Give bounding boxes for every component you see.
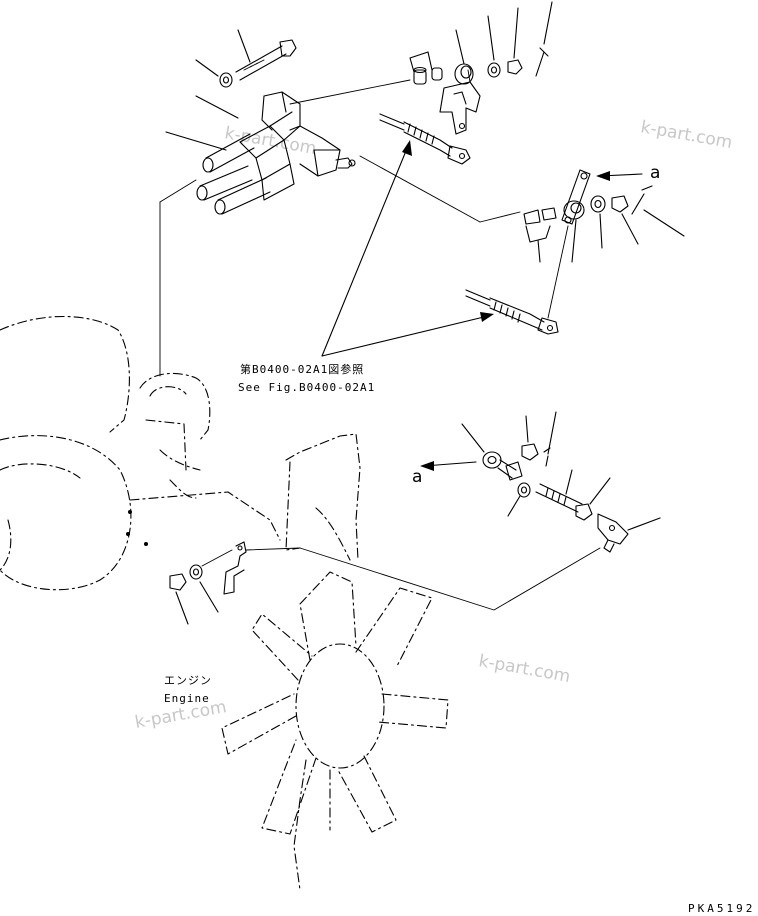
leader-bracket bbox=[409, 51, 433, 73]
engine-label-japanese: エンジン bbox=[164, 674, 212, 687]
reference-note-japanese: 第B0400-02A1図参照 bbox=[240, 362, 364, 376]
leader-line bbox=[461, 423, 485, 453]
cotter-pin bbox=[543, 447, 551, 467]
stud-bolt bbox=[535, 483, 583, 513]
leader-line bbox=[237, 29, 251, 63]
ref-arrow-upper bbox=[321, 145, 409, 357]
engine-housing-top bbox=[0, 315, 130, 433]
leader-line bbox=[199, 581, 219, 613]
actuator-bracket bbox=[165, 91, 356, 215]
washer bbox=[189, 564, 203, 580]
fan-shroud-left bbox=[285, 433, 361, 561]
engine-label-english: Engine bbox=[164, 692, 210, 705]
fan-hub bbox=[295, 643, 385, 769]
leader-line bbox=[507, 495, 521, 517]
leader-line bbox=[621, 213, 639, 245]
lower-cable-end bbox=[465, 225, 569, 335]
spacer-tube bbox=[217, 177, 271, 215]
right-lever-parts: a bbox=[523, 163, 685, 263]
leader-line bbox=[547, 411, 557, 455]
engine-flywheel bbox=[0, 435, 132, 591]
washer bbox=[590, 195, 606, 213]
cable-sheath bbox=[379, 113, 405, 131]
small-bracket bbox=[223, 541, 247, 595]
washer bbox=[219, 72, 233, 88]
cable-route-line bbox=[245, 547, 601, 611]
nut bbox=[575, 503, 593, 521]
fan-blade bbox=[261, 739, 317, 835]
arrow-head bbox=[596, 171, 610, 181]
fan-blade bbox=[251, 613, 313, 681]
lower-left-parts bbox=[169, 541, 247, 625]
ref-arrow-lower bbox=[321, 315, 489, 357]
upper-cable-end bbox=[379, 113, 471, 165]
leader-line bbox=[571, 219, 577, 263]
leader-line bbox=[175, 591, 189, 625]
clevis-end bbox=[537, 317, 559, 335]
nut bbox=[169, 573, 187, 591]
drawing-code: PKA5192 bbox=[688, 902, 755, 915]
bushing bbox=[541, 207, 557, 221]
bushing bbox=[413, 69, 427, 85]
assembly-axis-line bbox=[289, 79, 411, 105]
engine-port bbox=[139, 372, 211, 441]
collar bbox=[517, 482, 531, 498]
reference-note-english: See Fig.B0400-02A1 bbox=[238, 381, 375, 394]
fan-blade bbox=[355, 587, 433, 669]
bushing bbox=[505, 461, 523, 481]
assembly-axis-line bbox=[359, 155, 481, 223]
leader-line bbox=[599, 213, 603, 249]
clevis-end bbox=[447, 145, 471, 165]
leader-line bbox=[165, 131, 227, 151]
fan-blade bbox=[221, 693, 297, 755]
bushing bbox=[431, 67, 443, 81]
cotter-pin bbox=[535, 47, 549, 77]
leader-line bbox=[525, 415, 529, 443]
nut bbox=[507, 59, 523, 75]
nut bbox=[611, 195, 629, 213]
actuator-rod-end bbox=[335, 157, 353, 169]
callout-letter-a-bottom: a bbox=[412, 467, 422, 487]
spacer-tube bbox=[199, 165, 253, 201]
leader-line bbox=[195, 59, 219, 77]
fan-blade bbox=[337, 755, 397, 833]
watermark-top-right: k-part.com bbox=[639, 117, 734, 153]
lever-clip bbox=[439, 81, 481, 135]
lower-right-parts: a bbox=[412, 411, 661, 553]
upper-link-parts bbox=[409, 1, 553, 135]
fan-blade bbox=[377, 693, 449, 729]
engine-block-edge bbox=[129, 491, 281, 541]
ball-joint bbox=[597, 513, 629, 545]
lever-boss bbox=[563, 200, 585, 220]
leader-line bbox=[643, 209, 685, 237]
bolt-head bbox=[279, 39, 297, 57]
cooling-fan bbox=[221, 571, 449, 891]
leader-line bbox=[589, 477, 611, 505]
upper-bolt-group bbox=[195, 29, 297, 119]
arrow-head bbox=[420, 461, 434, 471]
leader-line bbox=[455, 29, 465, 65]
rod-end-eye bbox=[482, 451, 502, 469]
bracket-top-plate bbox=[263, 91, 301, 131]
callout-letter-a-top: a bbox=[650, 163, 660, 183]
fan-blade bbox=[299, 571, 357, 661]
bolt-shank bbox=[235, 45, 287, 81]
leader-line bbox=[565, 469, 573, 495]
engine-outline bbox=[0, 315, 361, 591]
collar bbox=[454, 63, 474, 85]
leader-line bbox=[487, 15, 495, 61]
leader-line bbox=[627, 517, 661, 531]
washer bbox=[487, 62, 501, 78]
nut bbox=[521, 443, 539, 461]
watermark-middle-right: k-part.com bbox=[477, 651, 572, 687]
cotter-pin bbox=[631, 185, 653, 215]
spacer-tube bbox=[205, 133, 255, 173]
cable-sheath bbox=[465, 289, 491, 307]
reference-arrows bbox=[321, 140, 494, 357]
leader-line bbox=[543, 1, 553, 45]
bolt-axis-line bbox=[195, 95, 239, 119]
leader-line bbox=[513, 7, 519, 59]
bushing bbox=[523, 209, 541, 225]
